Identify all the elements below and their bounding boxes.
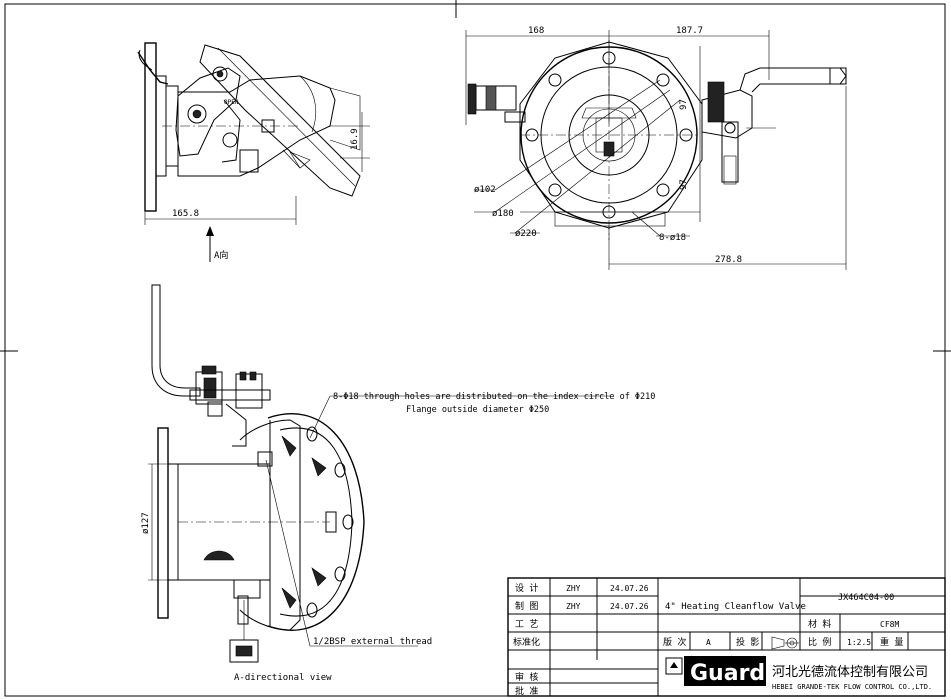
material-value: CF8M: [880, 620, 899, 629]
oper-label: OPEN: [224, 99, 239, 106]
design-label: 设 计: [515, 582, 538, 594]
holes-note: 8-Φ18 through holes are distributed on t…: [333, 392, 655, 402]
company-cn: 河北光德流体控制有限公司: [772, 665, 928, 680]
side-view: OPEN 165.8 16.9 A向: [137, 42, 370, 262]
a-directional-view: ø127 8-Φ18 through holes are distributed: [141, 284, 655, 683]
dim-187-7: 187.7: [676, 26, 703, 36]
projection-label: 投 影: [736, 636, 759, 648]
design-name: ZHY: [566, 584, 581, 593]
dim-97-bottom: 97: [679, 179, 689, 190]
thread-note: 1/2BSP external thread: [313, 637, 432, 647]
dim-97-top: 97: [679, 99, 689, 110]
scale-label: 比 例: [808, 636, 831, 648]
brand-logo-text: Guard: [690, 661, 765, 686]
check-label: 审 核: [515, 671, 538, 683]
dim-168: 168: [528, 26, 544, 36]
drawing-number: JX464C04-00: [838, 593, 894, 603]
dim-phi102: ø102: [474, 185, 496, 195]
front-view: 168 187.7: [465, 26, 847, 270]
title-block: 设 计 ZHY 24.07.26 制 图 ZHY 24.07.26 工 艺 标准…: [507, 577, 946, 697]
approve-label: 批 准: [515, 685, 538, 697]
dim-278-8: 278.8: [715, 255, 742, 265]
design-date: 24.07.26: [610, 584, 649, 593]
version-label: 版 次: [663, 636, 686, 648]
dim-phi127: ø127: [141, 512, 151, 534]
dim-phi220: ø220: [515, 229, 537, 239]
drawing-title: 4" Heating Cleanflow Valve: [665, 602, 806, 612]
scale-value: 1:2.5: [847, 638, 871, 647]
dim-phi180: ø180: [492, 209, 514, 219]
standard-label: 标准化: [513, 636, 540, 648]
dim-165-8: 165.8: [172, 209, 199, 219]
material-label: 材 料: [808, 618, 831, 630]
a-view-label: A-directional view: [234, 673, 332, 683]
process-label: 工 艺: [515, 619, 538, 630]
dim-16-9: 16.9: [350, 128, 360, 150]
a-direction-label: A向: [214, 249, 228, 261]
version-value: A: [706, 638, 711, 647]
weight-label: 重 量: [880, 636, 903, 648]
company-en: HEBEI GRANDE-TEK FLOW CONTROL CO.,LTD.: [772, 683, 932, 691]
projection-symbol-icon: [771, 636, 799, 650]
guard-logo: Guard: [665, 656, 766, 686]
draw-name: ZHY: [566, 602, 581, 611]
draw-date: 24.07.26: [610, 602, 649, 611]
flange-note: Flange outside diameter Φ250: [406, 405, 549, 415]
draw-label: 制 图: [515, 600, 538, 612]
dim-8phi18: 8-ø18: [659, 233, 686, 243]
